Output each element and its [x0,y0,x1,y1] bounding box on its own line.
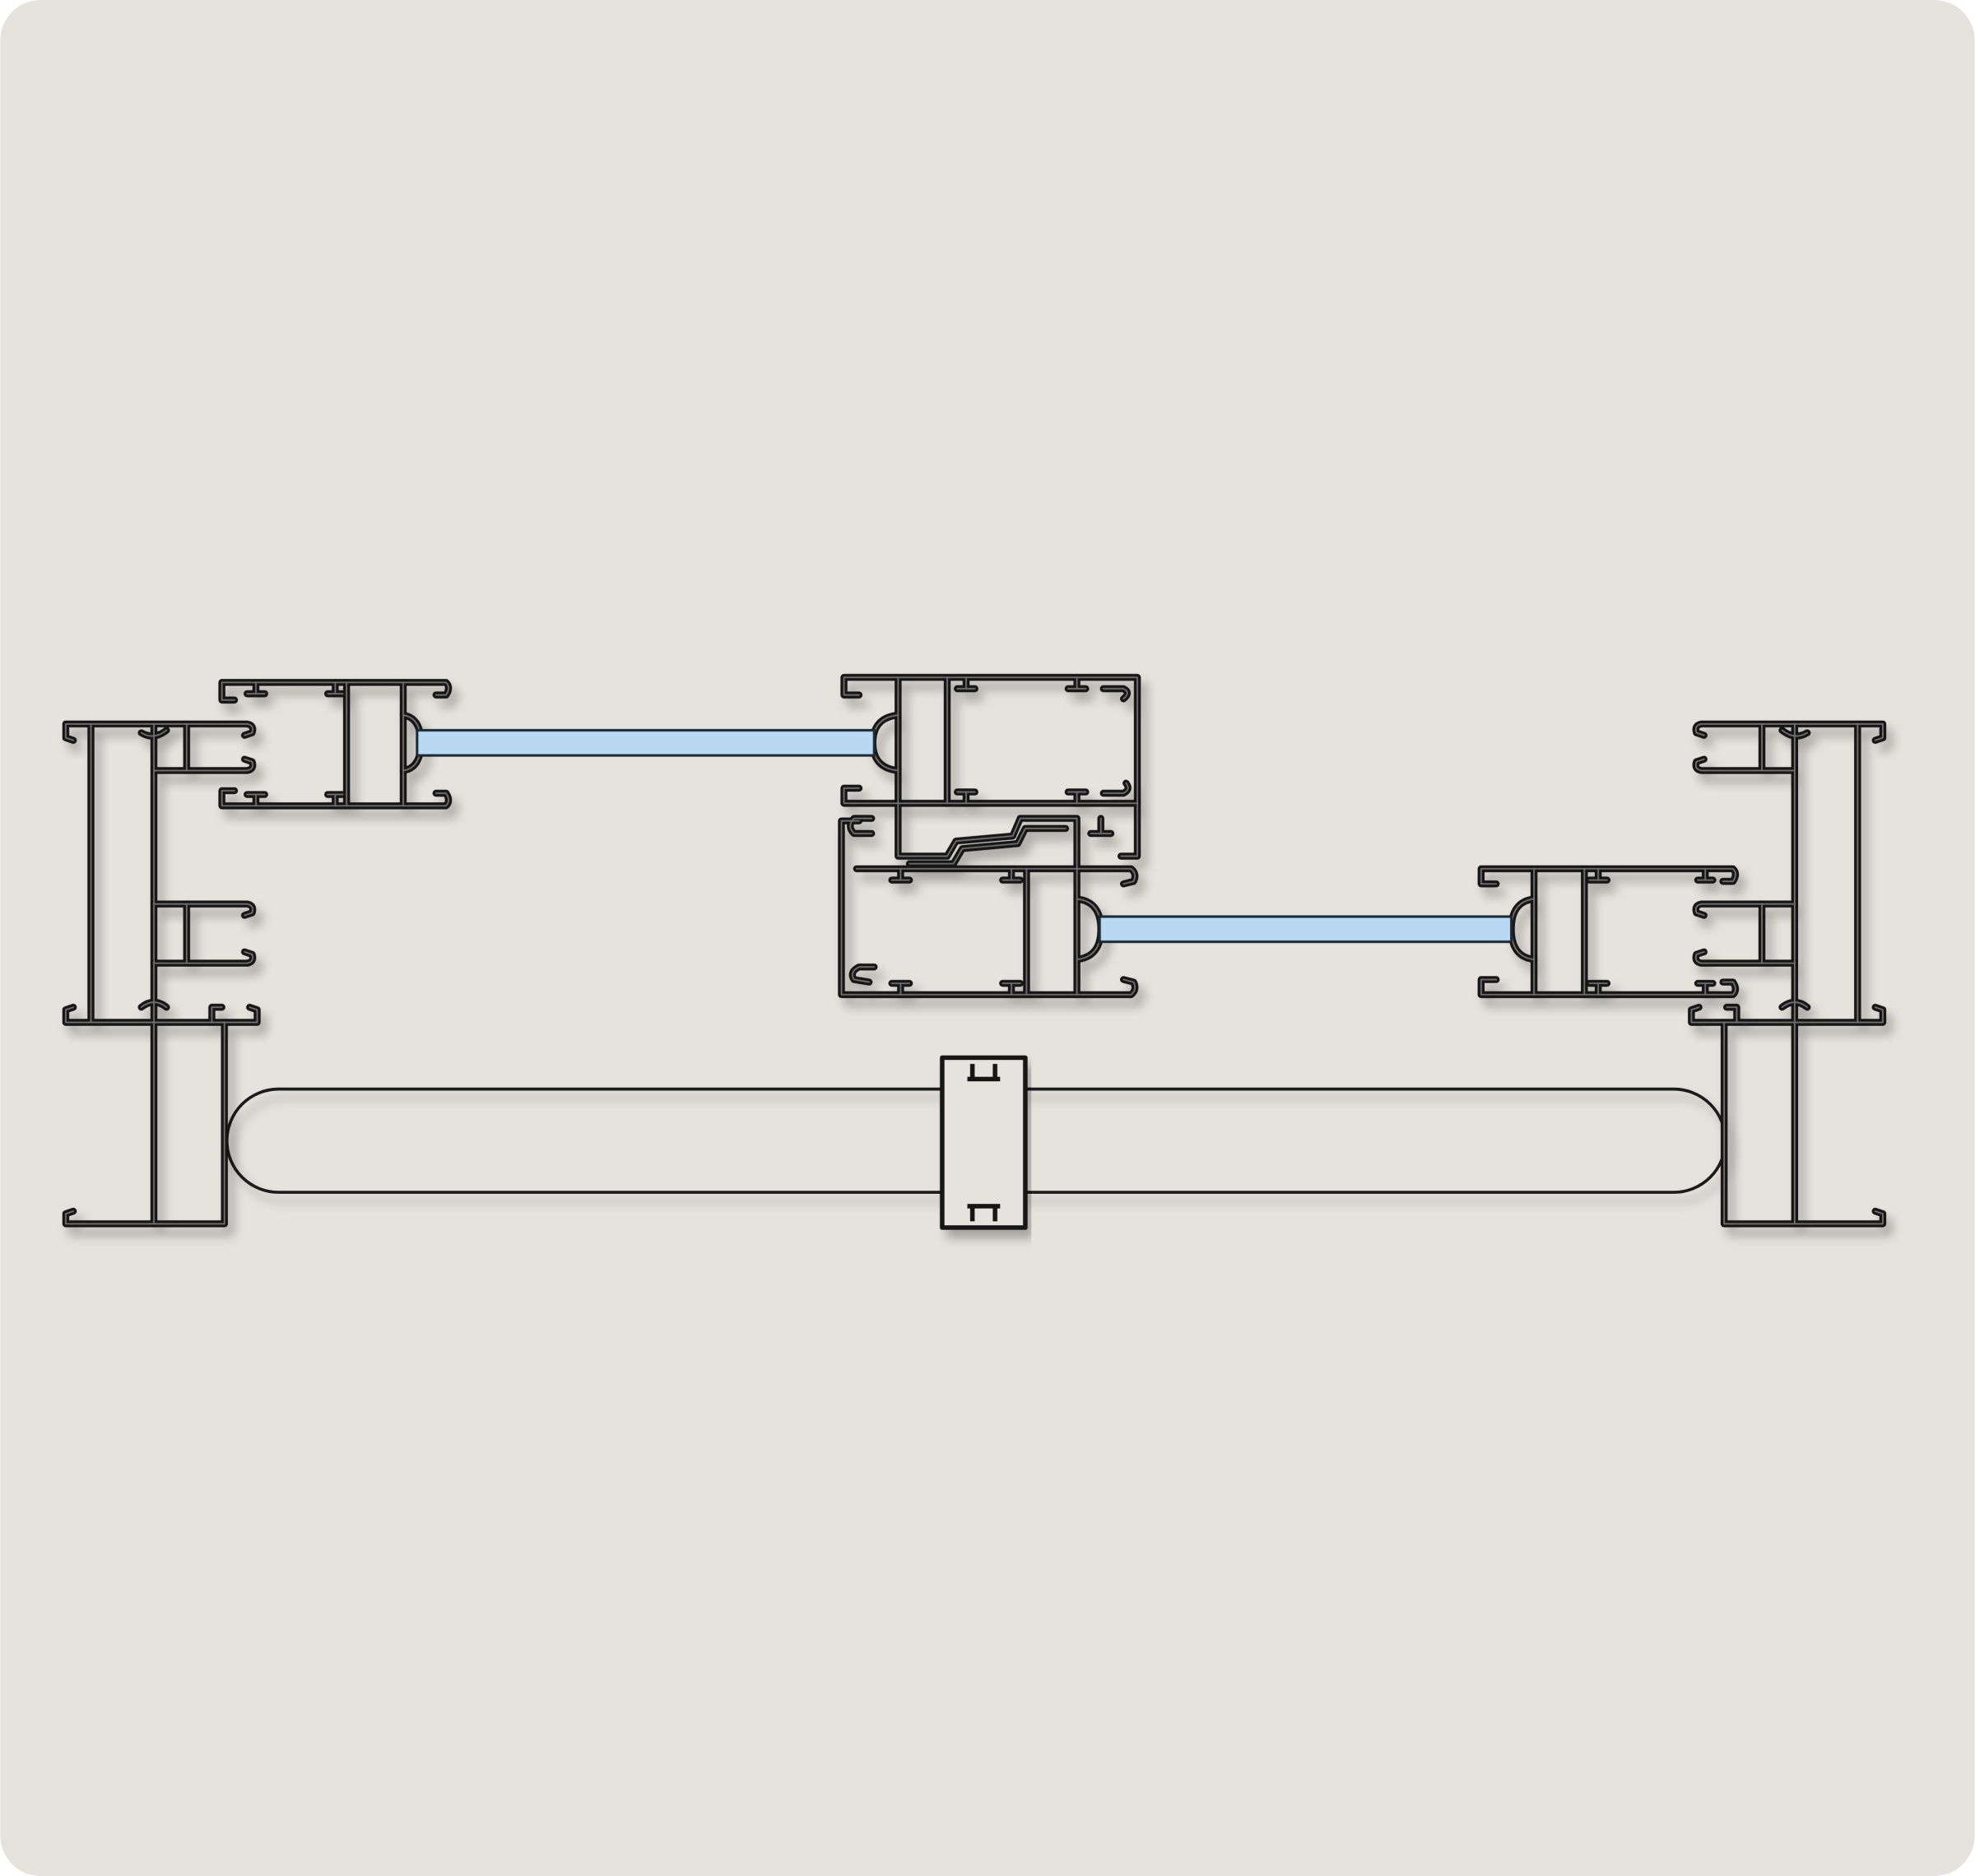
track-block-bottom-clip [967,1204,1001,1222]
glass-panes [416,728,1513,944]
left-glass-pane [416,728,876,757]
track-block-body [940,1055,1028,1230]
center-track-block [940,1055,1028,1230]
right-glass-pane [1098,915,1513,944]
track-block-top-clip [967,1064,1001,1082]
